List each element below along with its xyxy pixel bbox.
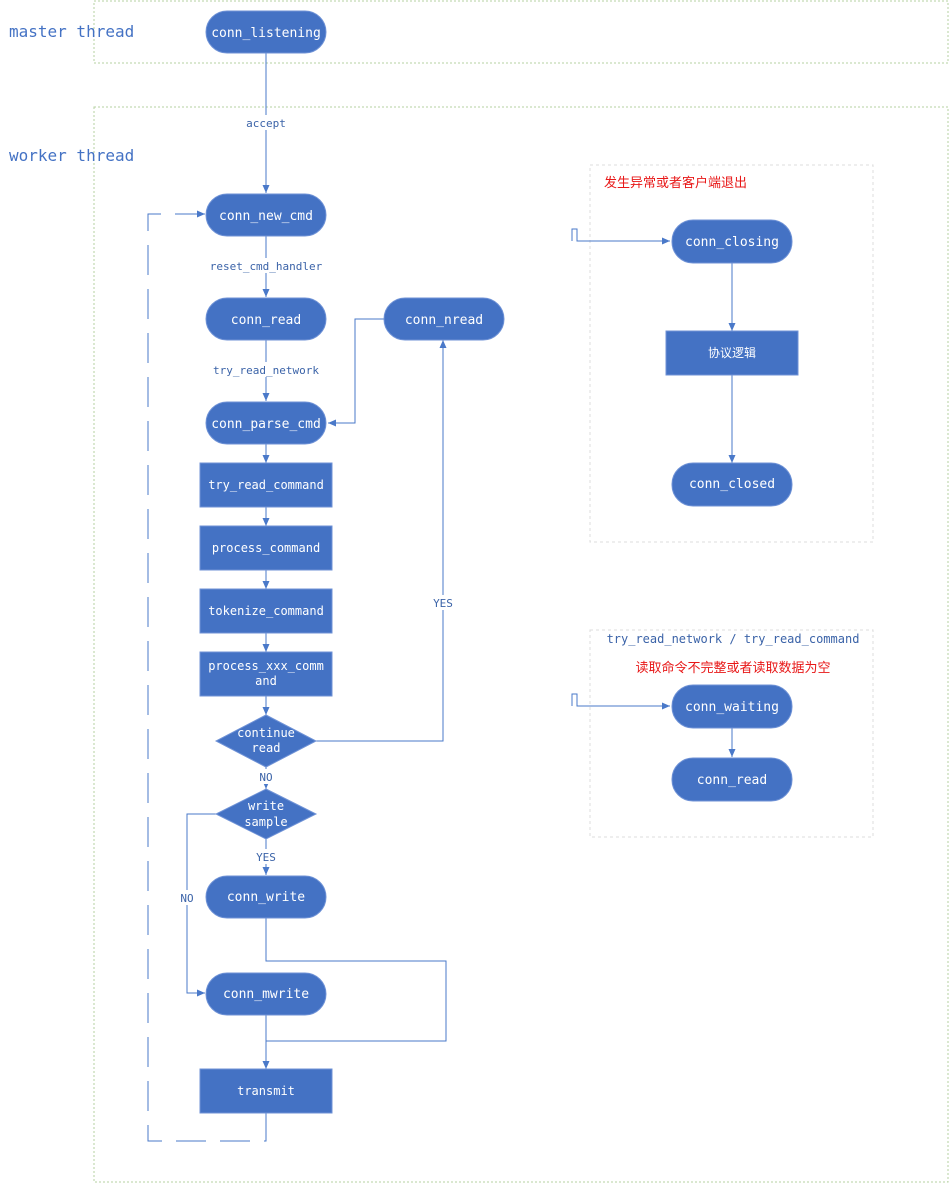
node-continue-read-decision (214, 714, 318, 768)
node-text-protocol-logic: 协议逻辑 (708, 345, 756, 360)
worker-thread-zone (93, 106, 949, 1183)
waiting-note-box (589, 629, 874, 838)
worker-thread-label: worker thread (9, 146, 134, 165)
node-text-transmit: transmit (237, 1084, 295, 1098)
node-conn-closed (671, 462, 793, 507)
node-conn-nread (383, 297, 505, 341)
node-conn-read (205, 297, 327, 341)
node-conn-write (205, 875, 327, 919)
node-transmit (199, 1068, 333, 1114)
edge-label-accept: accept (246, 117, 286, 130)
node-text-process-xxx-line1: process_xxx_comm (208, 659, 324, 673)
master-thread-label: master thread (9, 22, 134, 41)
waiting-note-text: 读取命令不完整或者读取数据为空 (635, 660, 830, 676)
node-text-process-xxx-line2: and (255, 674, 277, 688)
edge-nread-to-parse (328, 318, 384, 427)
node-process-xxx-command (199, 651, 333, 697)
node-text-process-command: process_command (212, 541, 320, 555)
edge-into-waiting (571, 693, 670, 710)
node-protocol-logic (665, 330, 799, 376)
node-text-conn-nread: conn_nread (405, 313, 483, 328)
node-text-conn-closed: conn_closed (689, 477, 775, 492)
edge-continue-yes (316, 340, 447, 742)
node-text-conn-read-2: conn_read (697, 773, 767, 788)
node-process-command (199, 525, 333, 571)
node-text-conn-listening: conn_listening (211, 26, 321, 41)
node-text-write-line1: write (248, 799, 284, 813)
node-text-continue-line1: continue (237, 726, 295, 740)
node-text-conn-write: conn_write (227, 890, 305, 905)
node-text-continue-line2: read (252, 741, 281, 755)
node-write-sample-decision (214, 788, 318, 840)
node-text-conn-read: conn_read (231, 313, 301, 328)
node-tokenize-command (199, 588, 333, 634)
edge-label-write-no: NO (180, 892, 193, 905)
node-conn-parse-cmd (205, 401, 327, 445)
edge-transmit-loop (147, 210, 267, 1142)
node-text-conn-mwrite: conn_mwrite (223, 987, 309, 1002)
node-conn-new-cmd (205, 193, 327, 237)
edge-label-continue-yes: YES (433, 597, 453, 610)
node-text-write-line2: sample (244, 815, 287, 829)
edge-label-reset-cmd-handler: reset_cmd_handler (210, 260, 323, 273)
edge-label-try-read-network: try_read_network (213, 364, 319, 377)
node-text-conn-closing: conn_closing (685, 235, 779, 250)
master-thread-zone (93, 0, 949, 64)
node-text-tokenize-command: tokenize_command (208, 604, 324, 618)
node-conn-listening (205, 10, 327, 54)
node-conn-closing (671, 219, 793, 264)
node-text-conn-waiting: conn_waiting (685, 700, 779, 715)
edge-label-write-yes: YES (256, 851, 276, 864)
closing-note-text: 发生异常或者客户端退出 (604, 175, 747, 191)
edge-label-continue-no: NO (259, 771, 272, 784)
node-text-conn-new-cmd: conn_new_cmd (219, 209, 313, 224)
waiting-note-title: try_read_network / try_read_command (607, 632, 860, 646)
node-try-read-command (199, 462, 333, 508)
node-conn-mwrite (205, 972, 327, 1016)
node-text-conn-parse-cmd: conn_parse_cmd (211, 417, 321, 432)
node-conn-read-2 (671, 757, 793, 802)
edge-into-closing (571, 228, 670, 245)
node-text-try-read-command: try_read_command (208, 478, 324, 492)
node-conn-waiting (671, 684, 793, 729)
